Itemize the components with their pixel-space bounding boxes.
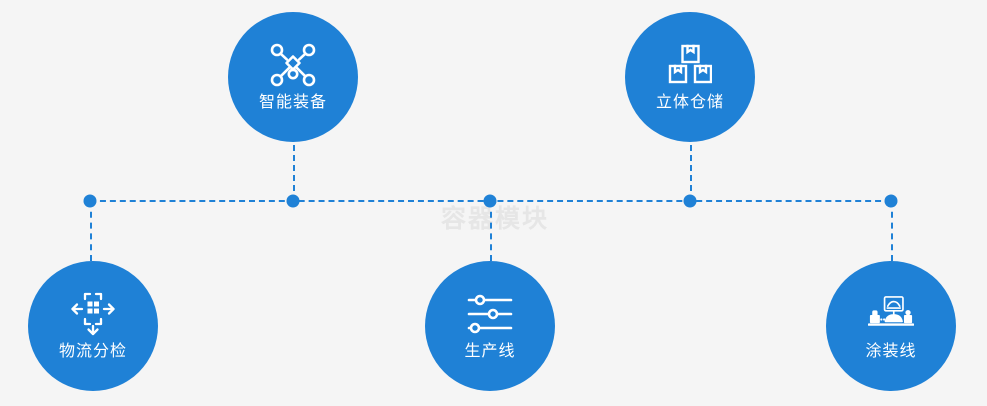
node-sorting[interactable]: 物流分检 (28, 261, 158, 391)
connector-warehouse (690, 145, 692, 201)
node-label: 生产线 (464, 343, 516, 360)
connector-painting (891, 201, 893, 261)
node-label: 智能装备 (258, 94, 327, 111)
bus-dot-equipment (286, 194, 300, 208)
sorting-arrows-icon (70, 292, 116, 336)
watermark-text: 容器模块 (440, 205, 549, 233)
bus-dot-right-end (884, 194, 898, 208)
node-production[interactable]: 生产线 (425, 261, 555, 391)
bus-dot-warehouse (683, 194, 697, 208)
sliders-icon (467, 292, 513, 336)
bus-dot-left-end (83, 194, 97, 208)
node-label: 涂装线 (865, 343, 917, 360)
connector-sorting (90, 201, 92, 261)
node-painting[interactable]: 涂装线 (826, 261, 956, 391)
node-label: 物流分检 (58, 343, 127, 360)
network-nodes-icon (270, 43, 316, 87)
bus-dot-production (483, 194, 497, 208)
node-equipment[interactable]: 智能装备 (228, 12, 358, 142)
stacked-boxes-icon (667, 43, 713, 87)
connector-production (490, 201, 492, 261)
node-label: 立体仓储 (655, 94, 724, 111)
paint-booth-icon (868, 292, 914, 336)
connector-equipment (293, 145, 295, 201)
node-warehouse[interactable]: 立体仓储 (625, 12, 755, 142)
